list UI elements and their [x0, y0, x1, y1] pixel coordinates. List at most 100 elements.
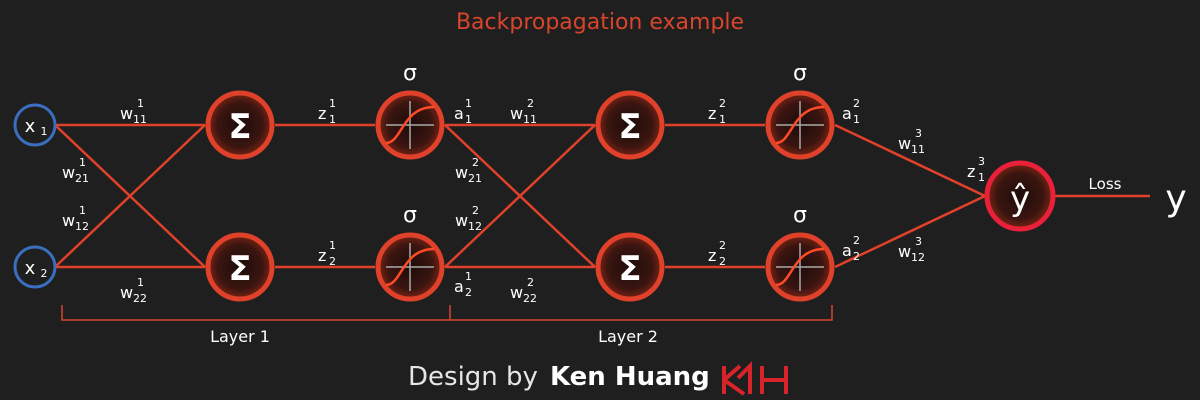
- author-logo: [722, 361, 788, 396]
- weight-w11-l3: w 11 3: [898, 127, 925, 156]
- svg-text:1: 1: [79, 156, 86, 169]
- svg-text:w: w: [898, 134, 911, 153]
- svg-text:1: 1: [978, 171, 985, 184]
- input-node-x2: x 2: [13, 245, 57, 289]
- svg-text:11: 11: [133, 113, 147, 126]
- svg-text:2: 2: [853, 234, 860, 247]
- a-label-2-2: a 2 2: [842, 234, 860, 263]
- svg-text:1: 1: [329, 97, 336, 110]
- svg-text:w: w: [510, 104, 523, 123]
- edge-x2-s1: [54, 124, 206, 268]
- svg-text:2: 2: [527, 276, 534, 289]
- svg-text:11: 11: [523, 113, 537, 126]
- svg-text:w: w: [510, 283, 523, 302]
- svg-text:w: w: [120, 104, 133, 123]
- weight-w12-l3: w 12 3: [898, 235, 925, 264]
- svg-text:2: 2: [853, 97, 860, 110]
- weight-labels: w 11 1 w 21 1 w 12 1 w 22 1 w 11 2 w 21 …: [62, 97, 925, 305]
- a-label-1-1: a 1 1: [454, 97, 472, 126]
- svg-text:z: z: [318, 246, 326, 265]
- svg-text:2: 2: [853, 250, 860, 263]
- sigma-label: σ: [403, 61, 417, 86]
- edge-sig3-out: [834, 123, 986, 198]
- z-label-2-2: z 2 2: [708, 239, 726, 268]
- svg-text:12: 12: [468, 220, 482, 233]
- a-label-2-1: a 2 1: [454, 270, 472, 299]
- svg-text:2: 2: [472, 156, 479, 169]
- svg-text:z: z: [318, 104, 326, 123]
- weight-w11-l2: w 11 2: [510, 97, 537, 126]
- svg-text:1: 1: [137, 276, 144, 289]
- svg-text:1: 1: [329, 239, 336, 252]
- sum-node-l2-2: Σ: [595, 232, 665, 302]
- svg-text:z: z: [967, 162, 975, 181]
- svg-text:21: 21: [75, 172, 89, 185]
- svg-text:1: 1: [79, 204, 86, 217]
- svg-text:a: a: [454, 104, 464, 123]
- svg-text:w: w: [62, 163, 75, 182]
- layer-brackets: [61, 305, 833, 321]
- svg-text:3: 3: [915, 235, 922, 248]
- svg-text:2: 2: [719, 239, 726, 252]
- svg-text:12: 12: [75, 220, 89, 233]
- target-label: y: [1165, 178, 1186, 219]
- svg-text:3: 3: [978, 155, 985, 168]
- z-label-1-1: z 1 1: [318, 97, 336, 126]
- z-label-1-2: z 1 2: [708, 97, 726, 126]
- z-labels: z 1 1 z 2 1 z 1 2 z 2 2 z 1 3: [318, 97, 985, 268]
- sigmoid-node-l1-1: σ: [375, 61, 445, 160]
- weight-w22-l2: w 22 2: [510, 276, 537, 305]
- svg-text:1: 1: [853, 113, 860, 126]
- weight-w11-l1: w 11 1: [120, 97, 147, 126]
- svg-text:w: w: [120, 283, 133, 302]
- connections: [54, 123, 1150, 269]
- svg-text:2: 2: [465, 286, 472, 299]
- sigma-label: σ: [793, 203, 807, 228]
- input-node-x1: x 1: [13, 103, 57, 147]
- sigmoid-node-l2-2: σ: [765, 203, 835, 302]
- svg-text:22: 22: [133, 292, 147, 305]
- svg-text:w: w: [455, 163, 468, 182]
- svg-text:z: z: [708, 246, 716, 265]
- svg-text:2: 2: [329, 255, 336, 268]
- svg-text:1: 1: [329, 113, 336, 126]
- loss-label: Loss: [1089, 175, 1122, 193]
- diagram-title: Backpropagation example: [455, 10, 745, 35]
- svg-text:w: w: [898, 242, 911, 261]
- sigma-label: σ: [793, 61, 807, 86]
- svg-text:12: 12: [911, 251, 925, 264]
- svg-text:x: x: [25, 258, 36, 279]
- svg-text:x: x: [25, 116, 36, 137]
- svg-text:ŷ: ŷ: [1010, 179, 1030, 219]
- layer1-label: Layer 1: [210, 327, 270, 346]
- svg-text:w: w: [62, 211, 75, 230]
- z-label-2-1: z 2 1: [318, 239, 336, 268]
- svg-text:11: 11: [911, 143, 925, 156]
- svg-text:2: 2: [527, 97, 534, 110]
- svg-text:Σ: Σ: [228, 249, 251, 289]
- svg-text:1: 1: [465, 97, 472, 110]
- svg-text:a: a: [842, 241, 852, 260]
- edge-sig4-out: [834, 194, 986, 269]
- svg-text:2: 2: [41, 267, 48, 280]
- edge-sig2-s3: [444, 124, 596, 268]
- svg-text:2: 2: [472, 204, 479, 217]
- credit-author: Ken Huang: [549, 362, 710, 392]
- layer2-label: Layer 2: [598, 327, 658, 346]
- sigma-label: σ: [403, 203, 417, 228]
- svg-text:a: a: [454, 277, 464, 296]
- sum-node-l1-2: Σ: [205, 232, 275, 302]
- svg-text:z: z: [708, 104, 716, 123]
- svg-text:1: 1: [41, 125, 48, 138]
- svg-text:1: 1: [465, 270, 472, 283]
- weight-w12-l1: w 12 1: [62, 204, 89, 233]
- svg-text:21: 21: [468, 172, 482, 185]
- layer2-bracket: [450, 305, 833, 321]
- layer1-bracket: [61, 305, 451, 321]
- svg-text:Σ: Σ: [618, 249, 641, 289]
- weight-w12-l2: w 12 2: [455, 204, 482, 233]
- sum-node-l2-1: Σ: [595, 90, 665, 160]
- svg-text:2: 2: [719, 255, 726, 268]
